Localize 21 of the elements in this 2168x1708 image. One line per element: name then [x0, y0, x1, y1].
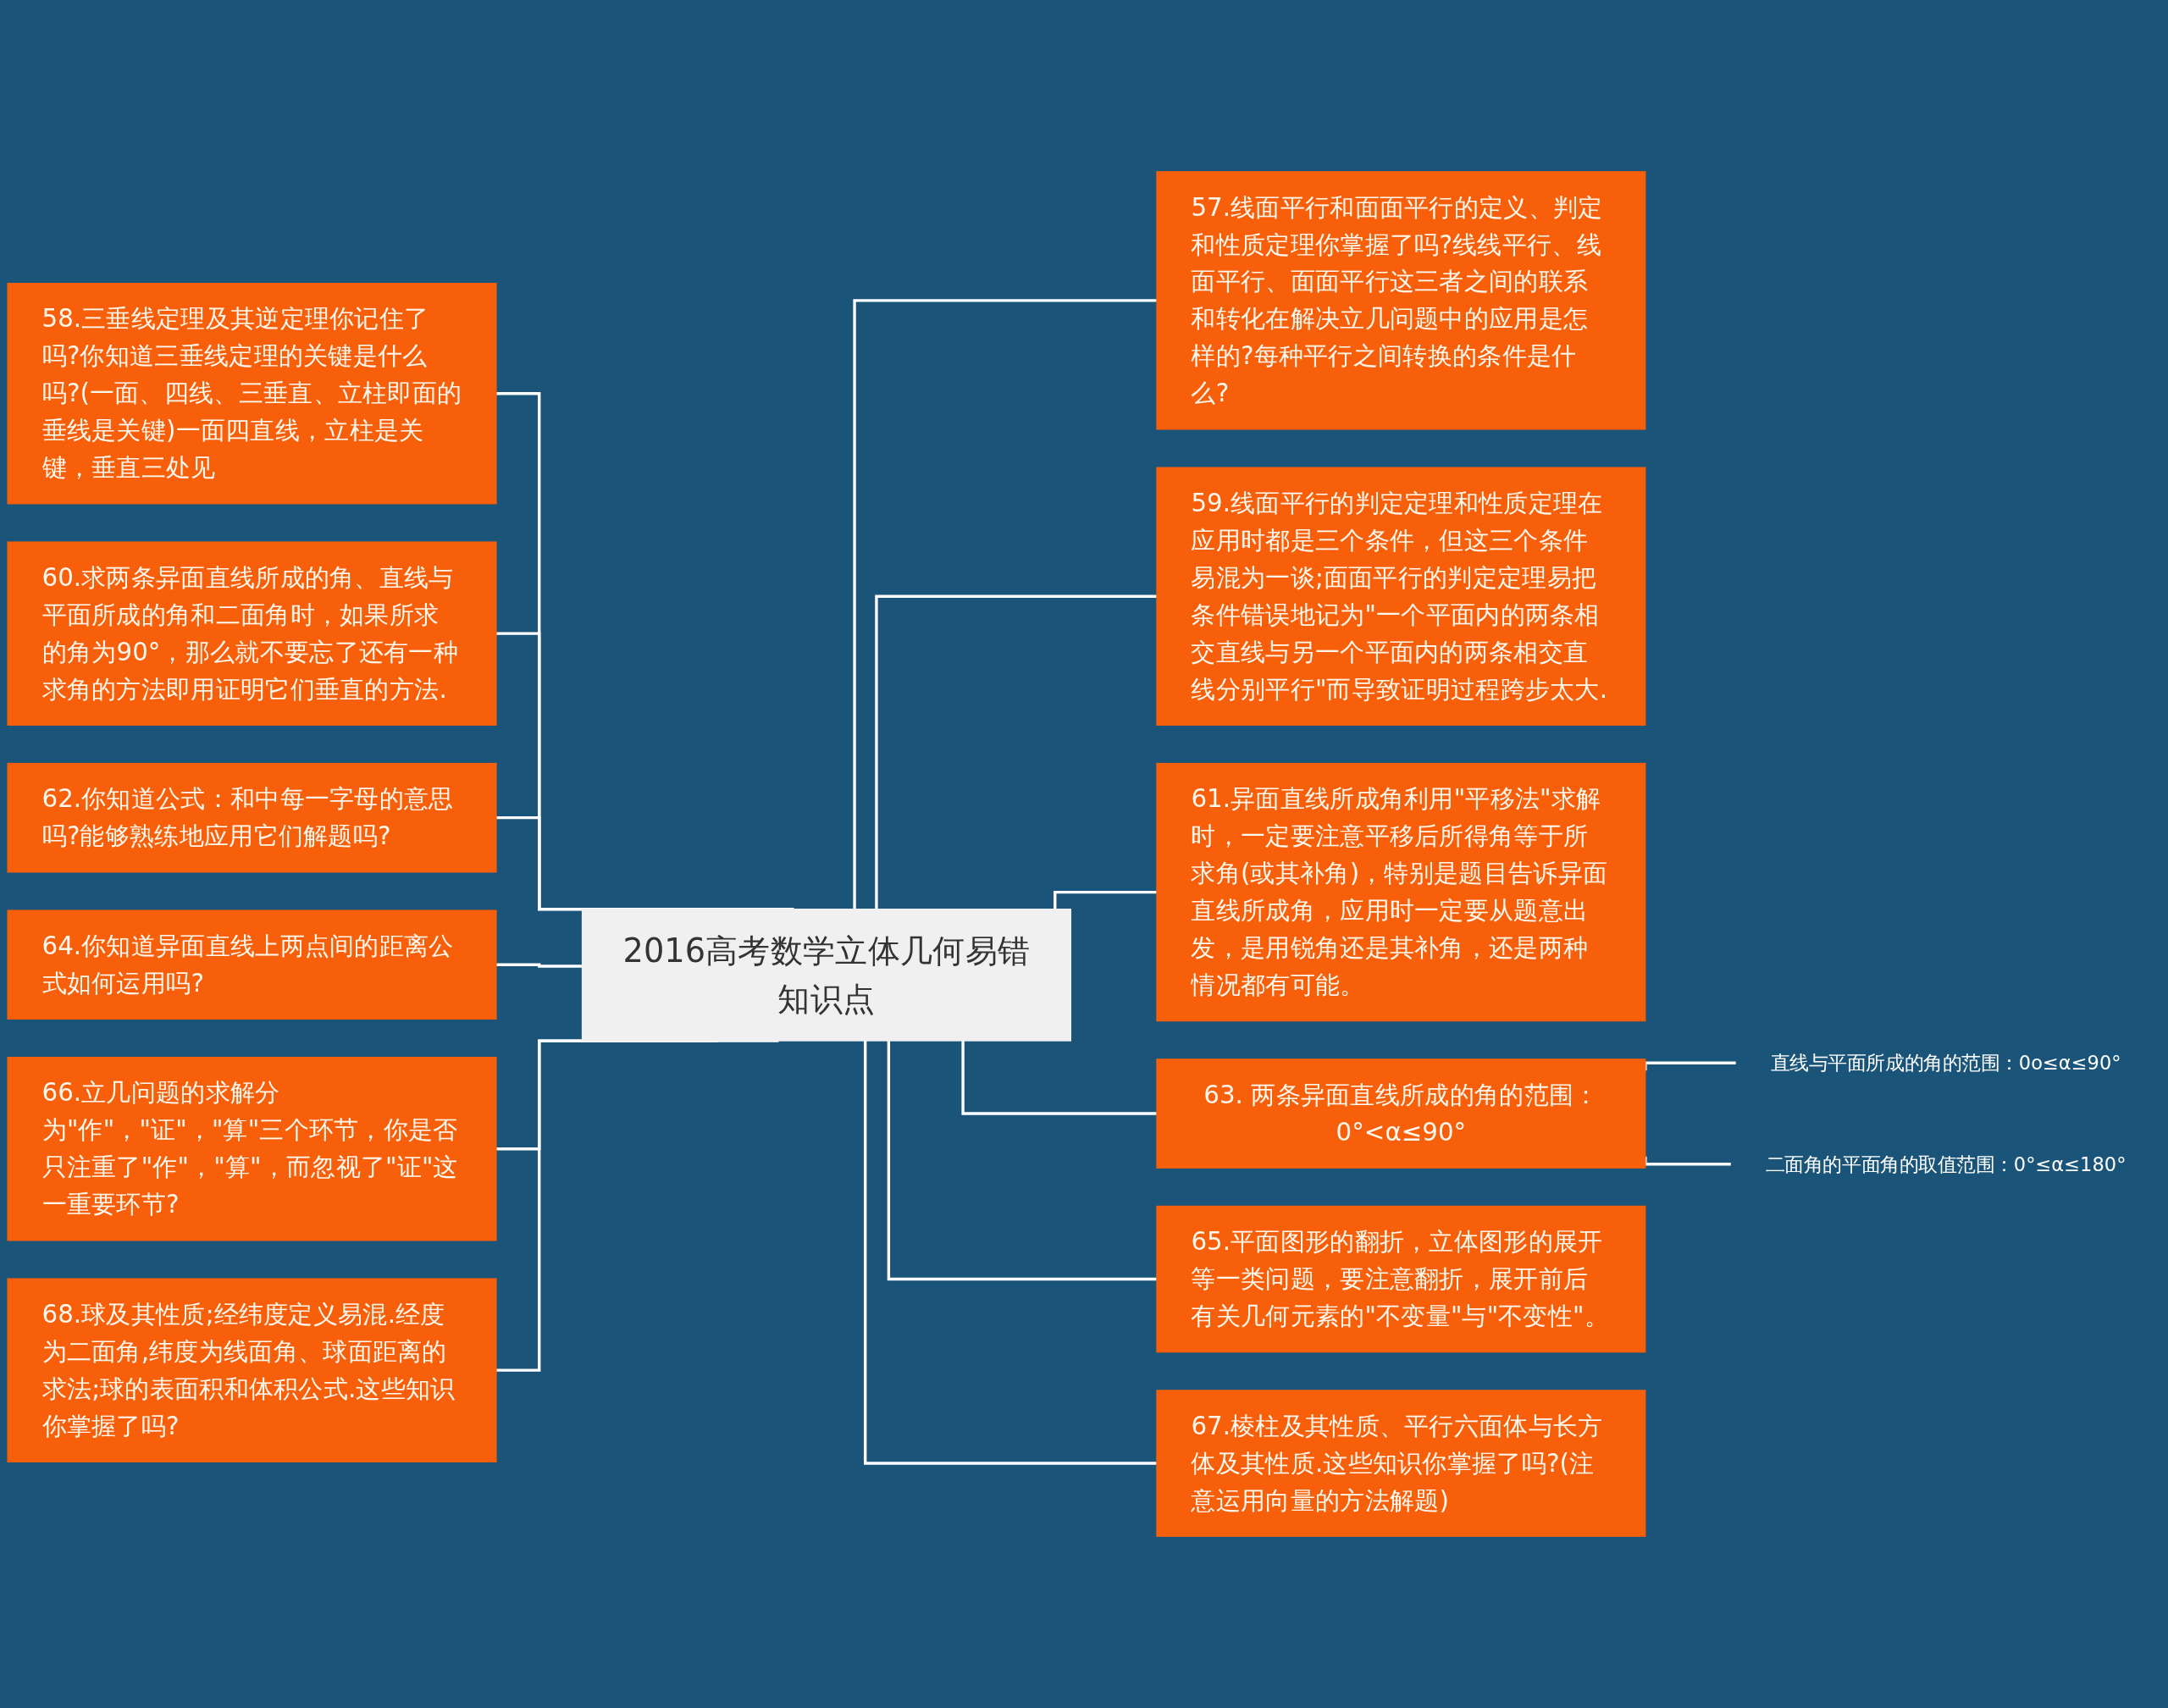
node-box: 67.棱柱及其性质、平行六面体与长方体及其性质.这些知识你掌握了吗?(注意运用向量的方法解题)	[1156, 1390, 1646, 1537]
node-box: 58.三垂线定理及其逆定理你记住了吗?你知道三垂线定理的关键是什么吗?(一面、四线、三垂直、立柱即面的垂线是关键)一面四直线，立柱是关键，垂直三处见	[7, 283, 497, 505]
node-box: 59.线面平行的判定定理和性质定理在应用时都是三个条件，但这三个条件易混为一谈;面面平行的判定定理易把条件错误地记为"一个平面内的两条相交直线与另一个平面内的两条相交直线分别平行"而导致证明过程跨步太大.	[1156, 467, 1646, 726]
node-box: 65.平面图形的翻折，立体图形的展开等一类问题，要注意翻折，展开前后有关几何元素的"不变量"与"不变性"。	[1156, 1205, 1646, 1353]
node-text: 直线与平面所成的角的范围：0o≤α≤90°	[1770, 1051, 2121, 1075]
node-box: 64.你知道异面直线上两点间的距离公式如何运用吗?	[7, 909, 497, 1020]
node-box: 62.你知道公式：和中每一字母的意思吗?能够熟练地应用它们解题吗?	[7, 762, 497, 873]
node-box: 66.立几问题的求解分为"作"，"证"，"算"三个环节，你是否只注重了"作"，"算"，而忽视了"证"这一重要环节?	[7, 1056, 497, 1241]
node-box: 61.异面直线所成角利用"平移法"求解时，一定要注意平移后所得角等于所求角(或其补角)，特别是题目告诉异面直线所成角，应用时一定要从题意出发，是用锐角还是其补角，还是两种情况都有可能。	[1156, 762, 1646, 1022]
connector	[864, 1041, 1157, 1465]
connector	[853, 299, 1157, 909]
connector	[961, 1041, 1157, 1115]
node-box: 60.求两条异面直线所成的角、直线与平面所成的角和二面角时，如果所求的角为90°，那么就不要忘了还有一种求角的方法即用证明它们垂直的方法.	[7, 541, 497, 726]
node-box: 2016高考数学立体几何易错知识点	[581, 909, 1071, 1042]
node-box: 57.线面平行和面面平行的定义、判定和性质定理你掌握了吗?线线平行、线面平行、面面平行这三者之间的联系和转化在解决立几问题中的应用是怎样的?每种平行之间转换的条件是什么?	[1156, 171, 1646, 430]
connector	[875, 594, 1157, 909]
node-box: 68.球及其性质;经纬度定义易混.经度为二面角,纬度为线面角、球面距离的求法;球的表面积和体积公式.这些知识你掌握了吗?	[7, 1278, 497, 1462]
connector	[1054, 890, 1157, 909]
node-text: 二面角的平面角的取值范围：0°≤α≤180°	[1765, 1152, 2127, 1176]
connector	[887, 1041, 1157, 1281]
node-box: 63. 两条异面直线所成的角的范围：0°<α≤90°	[1156, 1059, 1646, 1169]
